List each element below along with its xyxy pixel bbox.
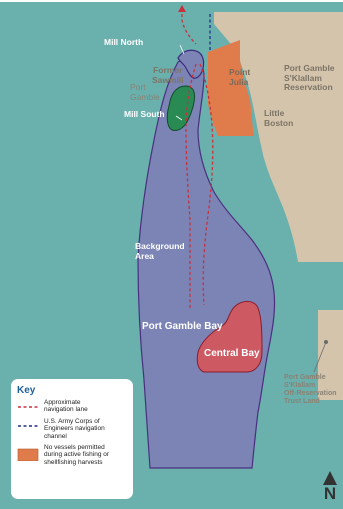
little-boston-label: Little Boston [264, 108, 294, 128]
point-julia-label-line1: Point [229, 67, 251, 77]
port-gamble-town-label-line1: Port [130, 82, 146, 92]
navigation-lane-west [185, 63, 197, 310]
land-trust [318, 310, 343, 400]
former-sawmill-label-line1: Former [153, 65, 183, 75]
trust-land-label-line1: Port Gamble [284, 374, 326, 381]
key-item-navigation-channel-text: U.S. Army Corps of Engineers navigation … [44, 418, 105, 440]
mill-south-label: Mill South [124, 109, 165, 119]
mill-north-pointer [179, 44, 185, 55]
key-item-navigation-channel-line1: U.S. Army Corps of [44, 417, 100, 425]
north-arrow-letter: N [323, 484, 337, 503]
blue-dashed-line-icon [18, 425, 38, 427]
mill-south-pointer [175, 115, 183, 121]
key-item-navigation-lane-line1: Approximate [44, 399, 81, 406]
reservation-label-line2: S'Klallam [284, 72, 322, 83]
trust-land-label-line2: S'Klallam [284, 382, 316, 389]
land-reservation [214, 12, 343, 262]
port-gamble-bay-label: Port Gamble Bay [142, 321, 223, 332]
mill-north-area [177, 49, 205, 79]
trust-land-pointer [313, 341, 327, 373]
trust-land-label-line3: Off-Reservation [284, 390, 337, 397]
little-boston-label-line1: Little [264, 108, 285, 118]
port-gamble-town-label-line2: Gamble [130, 91, 160, 102]
point-julia-restricted-zone [208, 40, 254, 136]
port-gamble-town-label: Port Gamble [130, 82, 160, 102]
key-item-navigation-channel: U.S. Army Corps of Engineers navigation … [17, 418, 127, 440]
navigation-lane-main [199, 63, 214, 306]
key-item-navigation-lane-text: Approximate navigation lane [44, 399, 88, 414]
key-item-navigation-channel-line2: Engineers navigation [44, 425, 105, 433]
key-item-restricted-text: No vessels permitted during active fishi… [44, 444, 109, 466]
background-area-label: Background Area [135, 241, 185, 261]
point-julia-label: Point Julia [229, 67, 251, 87]
trust-land-pointer-dot [324, 340, 328, 344]
key-item-navigation-lane-line2: navigation lane [44, 406, 88, 414]
key-item-navigation-lane: Approximate navigation lane [17, 399, 127, 414]
former-sawmill-label: Former Sawmill [152, 65, 184, 85]
navigation-lane-east [181, 14, 197, 45]
navigation-lane-arrow-icon [178, 5, 186, 12]
key-item-restricted-line2: during active fishing or [44, 451, 110, 459]
north-arrow: N [320, 470, 340, 504]
red-dashed-line-icon [18, 406, 38, 408]
central-bay-area [196, 301, 263, 373]
trust-land-label-line4: Trust Land [284, 398, 320, 405]
mill-south-area [166, 85, 195, 131]
central-bay-label: Central Bay [204, 348, 260, 359]
orange-fill-box-icon [17, 448, 39, 462]
background-area-label-line1: Background [135, 241, 185, 251]
mill-north-label: Mill North [104, 37, 144, 47]
key-title: Key [17, 385, 36, 396]
reservation-label-line3: Reservation [284, 82, 333, 92]
former-sawmill-label-line2: Sawmill [152, 74, 184, 85]
trust-land-label: Port Gamble S'Klallam Off-Reservation Tr… [284, 374, 337, 406]
little-boston-label-line2: Boston [264, 117, 294, 128]
top-border [0, 0, 343, 2]
north-arrow-icon [323, 471, 337, 485]
background-area-label-line2: Area [135, 250, 154, 261]
key-item-navigation-channel-line3: channel [44, 432, 67, 440]
map-key: Key Approximate navigation lane U.S. Arm… [11, 379, 133, 499]
key-item-restricted: No vessels permitted during active fishi… [17, 444, 127, 466]
key-item-restricted-line3: shellfishing harvests [44, 458, 103, 466]
reservation-label: Port Gamble S'Klallam Reservation [284, 63, 335, 93]
reservation-label-line1: Port Gamble [284, 63, 335, 73]
key-item-restricted-line1: No vessels permitted [44, 444, 105, 452]
point-julia-label-line2: Julia [229, 76, 249, 87]
